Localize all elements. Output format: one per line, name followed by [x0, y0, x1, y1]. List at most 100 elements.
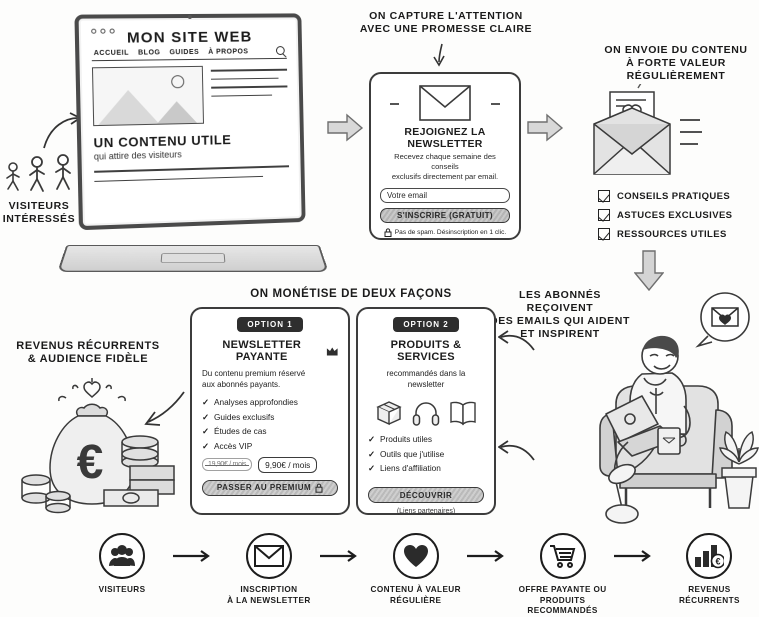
option-2-feature-item: ✓Produits utiles — [368, 434, 484, 444]
header-subscribers-receive: LES ABONNÉS REÇOIVENT DES EMAILS QUI AID… — [490, 289, 630, 341]
flow-step-label: VISITEURS — [72, 585, 171, 596]
speech-bubble-envelope-heart — [692, 292, 754, 353]
option-1-description-line2: aux abonnés payants. — [202, 380, 281, 389]
header-monetize: ON MONÉTISE DE DEUX FAÇONS — [250, 288, 452, 300]
header-send-content-line1: ON ENVOIE DU CONTENU — [604, 44, 748, 56]
checkbox-checked-icon[interactable] — [598, 209, 610, 221]
email-input[interactable]: Votre email — [380, 188, 510, 203]
header-recurring-revenue-line2: & AUDIENCE FIDÈLE — [27, 353, 149, 365]
nav-item-blog[interactable]: BLOG — [138, 49, 161, 57]
header-capture-attention: ON CAPTURE L'ATTENTION AVEC UNE PROMESSE… — [358, 10, 534, 36]
option-2-cta-button[interactable]: DÉCOUVRIR — [368, 487, 484, 503]
option-2-feature-item: ✓Outils que j'utilise — [368, 449, 484, 459]
laptop-trackpad — [160, 253, 226, 263]
motion-dash-right — [491, 103, 500, 105]
newsletter-title: REJOIGNEZ LA NEWSLETTER — [404, 126, 486, 150]
option-2-feature-label: Outils que j'utilise — [379, 448, 445, 459]
arrow-person-to-option2-bottom-icon — [498, 440, 535, 461]
shopping-cart-icon — [539, 533, 586, 579]
option-1-price-new: 9,90€ / mois — [258, 456, 318, 473]
mountain-shape — [97, 89, 160, 126]
check-icon: ✓ — [202, 426, 209, 436]
flow-arrow — [465, 533, 513, 579]
nav-item-accueil[interactable]: ACCUEIL — [93, 49, 130, 58]
arrow-down-to-newsletter-icon — [433, 43, 445, 67]
flow-step-label-line1: REVENUS — [688, 585, 731, 594]
option-2-description: recommandés dans la newsletter — [386, 369, 466, 389]
flow-step-label: CONTENU À VALEUR RÉGULIÈRE — [366, 585, 465, 606]
checkbox-checked-icon[interactable] — [598, 228, 610, 240]
header-subscribers-line3: ET INSPIRENT — [520, 328, 600, 340]
website-screen: MON SITE WEB ACCUEIL BLOG GUIDES À PROPO… — [83, 21, 298, 221]
checklist-item-label: CONSEILS PRATIQUES — [617, 190, 731, 202]
laptop-screen-lid: MON SITE WEB ACCUEIL BLOG GUIDES À PROPO… — [74, 13, 306, 231]
arrow-site-to-newsletter-icon — [327, 113, 364, 142]
option-2-card: OPTION 2 PRODUITS & SERVICES recommandés… — [356, 307, 496, 515]
flow-step-label: INSCRIPTION À LA NEWSLETTER — [219, 585, 318, 606]
option-2-feature-item: ✓Liens d'affiliation — [368, 463, 484, 473]
flow-step-label-line1: VISITEURS — [98, 585, 146, 594]
option-1-badge: OPTION 1 — [237, 317, 303, 332]
checkbox-checked-icon[interactable] — [598, 190, 610, 202]
site-nav: ACCUEIL BLOG GUIDES À PROPOS — [91, 46, 287, 62]
subscribe-button[interactable]: S'INSCRIRE (GRATUIT) — [380, 208, 510, 223]
newsletter-signup-card: REJOIGNEZ LA NEWSLETTER Recevez chaque s… — [369, 72, 521, 240]
flow-step-label-line1: INSCRIPTION — [240, 585, 298, 594]
option-1-description-line1: Du contenu premium réservé — [202, 369, 306, 378]
heart-icon — [392, 533, 439, 579]
option-1-feature-item: ✓Guides exclusifs — [202, 412, 338, 422]
flow-step-revenus: € REVENUS RÉCURRENTS — [660, 533, 759, 606]
visitors-label-line1: VISITEURS — [8, 200, 70, 212]
option-1-price-row: 19,90€ / mois 9,90€ / mois — [202, 456, 338, 473]
visitors-group: VISITEURS INTÉRESSÉS — [2, 152, 76, 226]
arrow-person-to-option2-top-icon — [498, 330, 535, 351]
flow-step-label-line2: RÉGULIÈRE — [390, 595, 442, 605]
bar-chart-euro-icon: € — [686, 533, 733, 579]
header-send-content: ON ENVOIE DU CONTENU À FORTE VALEUR RÉGU… — [596, 44, 756, 83]
potted-plant-icon — [716, 420, 759, 517]
option-1-feature-item: ✓ Accès VIP — [202, 441, 338, 451]
laptop-website-mockup: MON SITE WEB ACCUEIL BLOG GUIDES À PROPO… — [57, 13, 329, 282]
money-bag-euro-icon: € — [12, 375, 178, 523]
option-1-title: NEWSLETTER PAYANTE — [222, 339, 302, 363]
checklist-item-label: RESSOURCES UTILES — [617, 228, 727, 240]
content-checklist: CONSEILS PRATIQUES ASTUCES EXCLUSIVES RE… — [598, 190, 732, 247]
walking-people-icon — [2, 152, 76, 196]
nav-item-guides[interactable]: GUIDES — [169, 48, 200, 57]
option-1-feature-label: Accès VIP — [213, 440, 253, 451]
arrow-options-to-money-icon — [144, 391, 185, 426]
site-title: MON SITE WEB — [126, 28, 253, 47]
newsletter-subtitle: Recevez chaque semaine des conseils excl… — [380, 152, 510, 182]
option-2-product-icons — [368, 399, 484, 427]
motion-dash-left — [390, 103, 399, 105]
hero-section — [91, 65, 288, 127]
newsletter-subtitle-line1: Recevez chaque semaine des conseils — [394, 152, 496, 171]
option-1-cta-button[interactable]: PASSER AU PREMIUM — [202, 479, 338, 496]
option-2-title: PRODUITS & SERVICES — [390, 339, 462, 363]
sun-icon — [171, 75, 185, 89]
check-icon: ✓ — [202, 397, 209, 407]
flow-step-label: REVENUS RÉCURRENTS — [660, 585, 759, 606]
flow-step-label-line1: CONTENU À VALEUR — [370, 585, 461, 594]
check-icon: ✓ — [202, 440, 209, 451]
person-laptop-armchair-icon — [598, 318, 758, 533]
svg-text:€: € — [716, 557, 721, 567]
lock-icon — [315, 483, 323, 493]
option-1-cta-label: PASSER AU PREMIUM — [216, 483, 312, 492]
checklist-item: RESSOURCES UTILES — [598, 228, 732, 240]
option-1-description: Du contenu premium réservé aux abonnés p… — [202, 368, 338, 390]
option-2-feature-list: ✓Produits utiles ✓Outils que j'utilise ✓… — [368, 434, 484, 473]
crown-icon — [326, 346, 338, 356]
bottom-flow-diagram: VISITEURS INSCRIPTION À LA NEWSLETTER — [0, 533, 759, 615]
visitors-label: VISITEURS INTÉRESSÉS — [2, 200, 76, 226]
option-2-badge: OPTION 2 — [393, 317, 459, 332]
flow-arrow — [318, 533, 366, 579]
envelope-icon — [380, 82, 510, 124]
open-envelope-heart-icon — [584, 79, 704, 189]
header-subscribers-line1: LES ABONNÉS REÇOIVENT — [518, 289, 602, 314]
search-icon[interactable] — [275, 46, 285, 56]
option-1-price-old: 19,90€ / mois — [202, 458, 253, 471]
nav-item-apropos[interactable]: À PROPOS — [208, 48, 249, 56]
newsletter-subtitle-line2: exclusifs directement par email. — [391, 172, 499, 181]
